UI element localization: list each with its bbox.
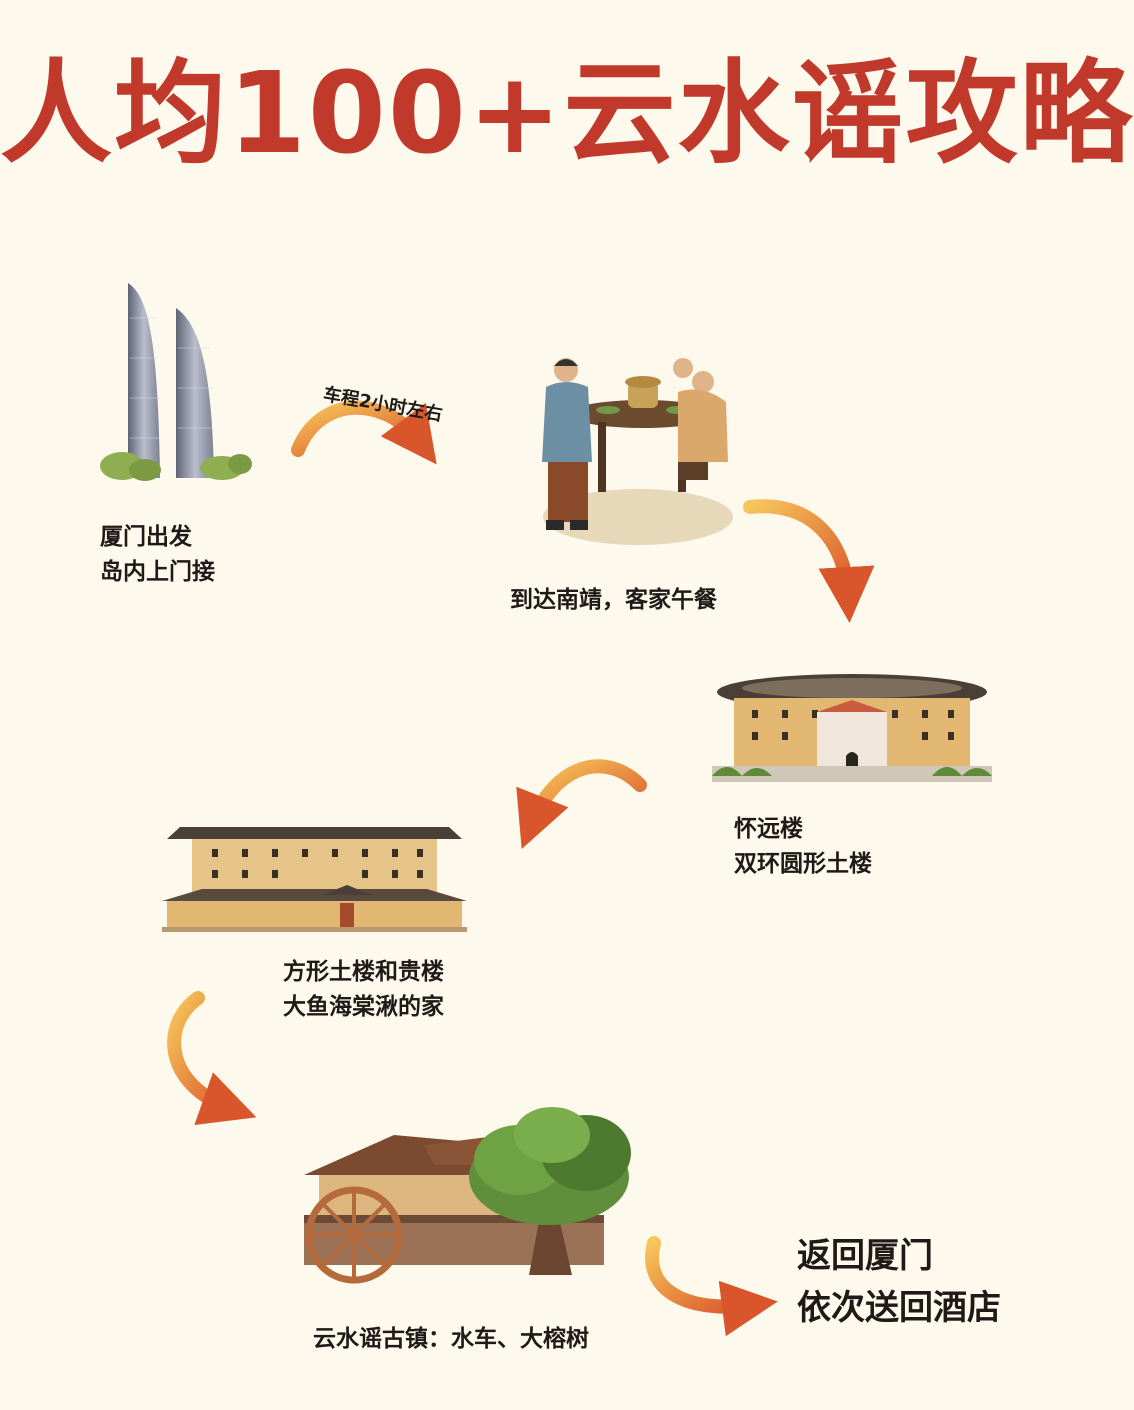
- step-line: 方形土楼和贵楼: [283, 959, 444, 985]
- twin-towers-icon: [100, 283, 252, 481]
- step-line: 岛内上门接: [100, 559, 215, 585]
- step-caption-yunshuiyao: 云水谣古镇：水车、大榕树: [313, 1322, 589, 1357]
- route-arrow: [516, 759, 647, 850]
- step-line: 返回厦门: [797, 1236, 933, 1276]
- step-caption-depart: 厦门出发 岛内上门接: [100, 520, 215, 590]
- step-line: 依次送回酒店: [797, 1288, 1001, 1328]
- step-line: 到达南靖，客家午餐: [510, 587, 717, 613]
- hakka-lunch-icon: [542, 358, 733, 545]
- page-title: 人均100+云水谣攻略: [0, 49, 1134, 179]
- step-line: 云水谣古镇：水车、大榕树: [313, 1326, 589, 1352]
- route-arrow: [645, 1236, 778, 1337]
- step-line: 大鱼海棠湫的家: [283, 994, 444, 1020]
- step-caption-hegui: 方形土楼和贵楼 大鱼海棠湫的家: [283, 955, 444, 1025]
- step-caption-return: 返回厦门 依次送回酒店: [797, 1230, 1001, 1334]
- route-arrow: [743, 499, 875, 623]
- waterwheel-banyan-icon: [304, 1107, 631, 1284]
- round-tulou-icon: [712, 674, 992, 782]
- step-line: 厦门出发: [100, 524, 192, 550]
- step-line: 怀远楼: [734, 816, 803, 842]
- square-tulou-icon: [162, 827, 467, 932]
- step-caption-huaiyuan: 怀远楼 双环圆形土楼: [734, 812, 872, 882]
- route-arrow: [167, 991, 257, 1126]
- step-caption-lunch: 到达南靖，客家午餐: [510, 583, 717, 618]
- route-arrow: [291, 400, 437, 465]
- step-line: 双环圆形土楼: [734, 851, 872, 877]
